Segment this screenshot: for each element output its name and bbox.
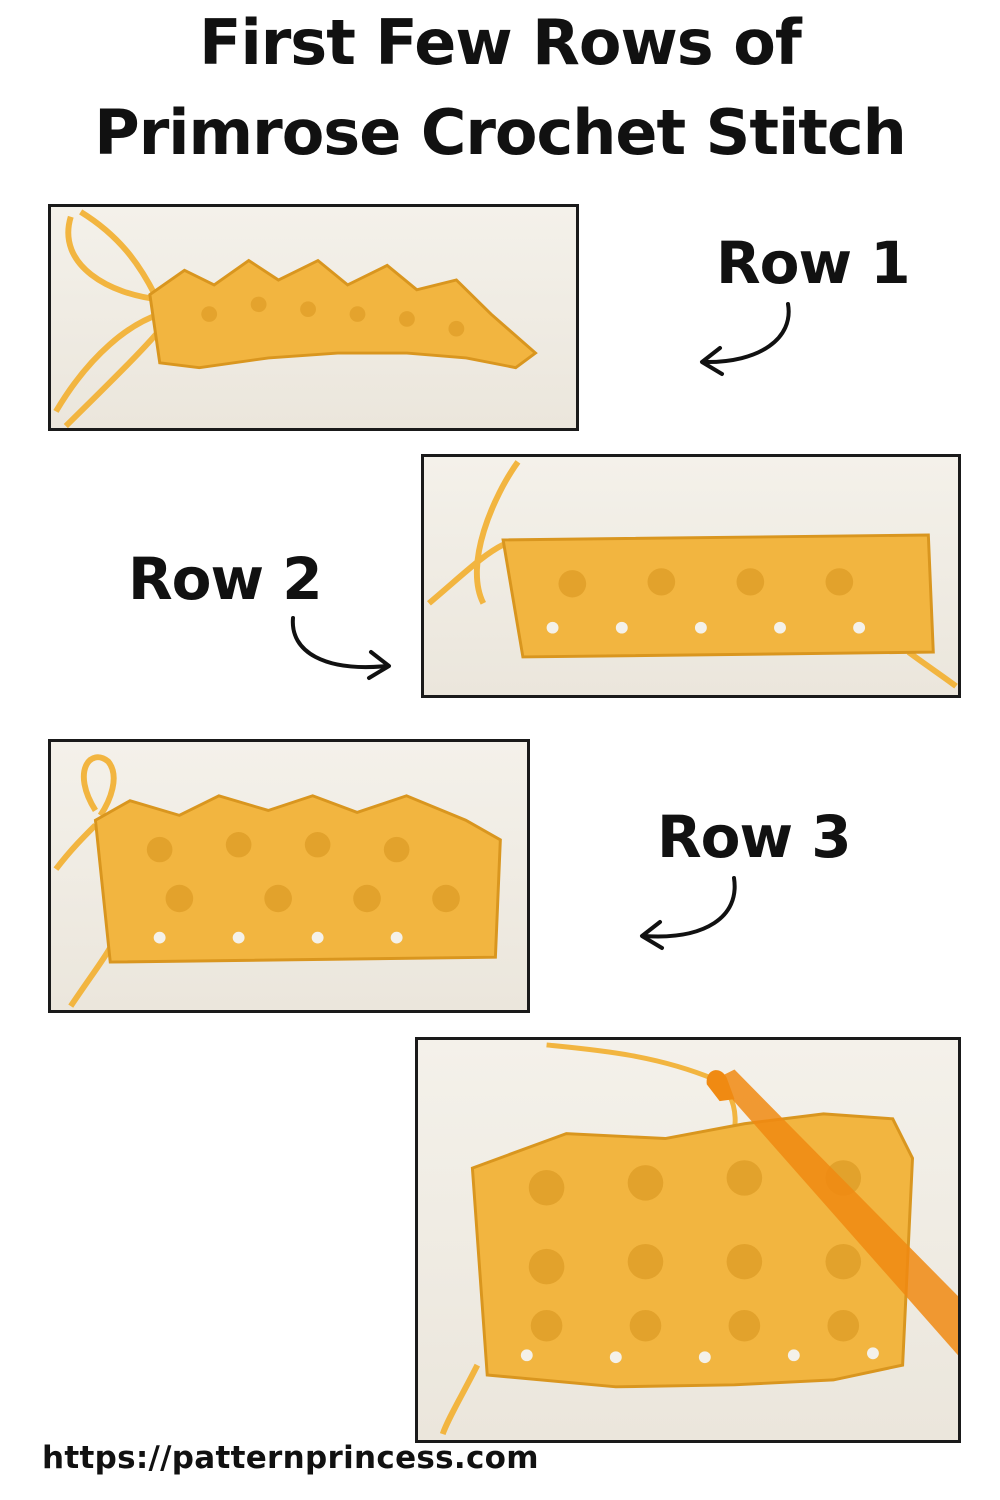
title-line-2: Primrose Crochet Stitch bbox=[94, 96, 907, 169]
crochet-photo-row-1 bbox=[48, 204, 579, 431]
website-url[interactable]: https://patternprincess.com bbox=[42, 1440, 539, 1476]
row-1-label: Row 1 bbox=[716, 229, 911, 297]
arrow-icon bbox=[640, 876, 737, 950]
arrow-icon bbox=[290, 616, 391, 680]
arrow-icon bbox=[700, 302, 791, 376]
row-3-label: Row 3 bbox=[657, 803, 852, 871]
crochet-photo-row-3 bbox=[48, 739, 530, 1013]
crochet-photo-row-2 bbox=[421, 454, 961, 698]
title-line-1: First Few Rows of bbox=[199, 6, 802, 79]
crochet-photo-row-4-with-hook bbox=[415, 1037, 961, 1443]
row-2-label: Row 2 bbox=[128, 545, 323, 613]
